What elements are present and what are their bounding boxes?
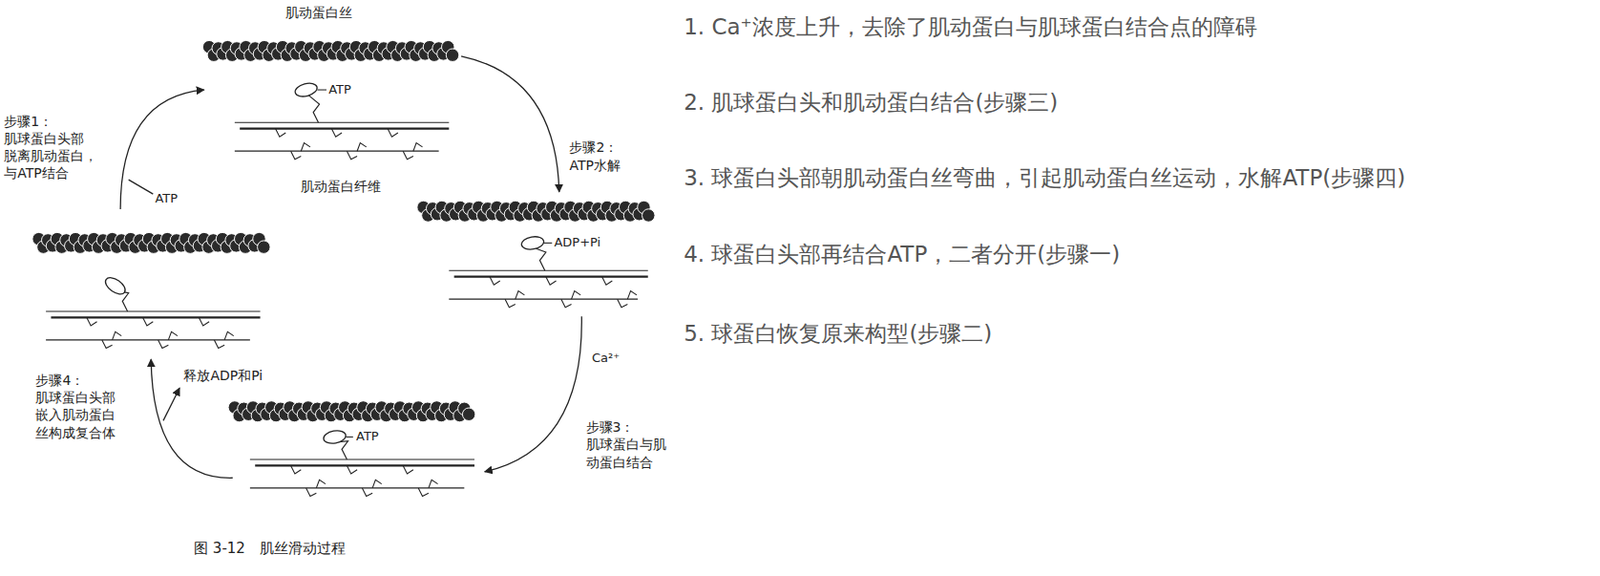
filament-label: 肌动蛋白丝 — [285, 4, 353, 22]
myosin-crossbridge — [361, 487, 373, 497]
label-tick — [345, 436, 353, 438]
label-tick — [544, 242, 553, 244]
list-item: 3. 球蛋白头部朝肌动蛋白丝弯曲，引起肌动蛋白丝运动，水解ATP(步骤四) — [683, 165, 1406, 192]
myosin-crossbridge — [561, 298, 572, 308]
myosin-crossbridge — [291, 464, 302, 474]
myosin-line — [45, 310, 260, 312]
label-tick — [316, 89, 327, 91]
myosin-head — [294, 81, 319, 99]
actin-filament — [32, 231, 271, 253]
myosin-line — [234, 122, 449, 124]
step-label: 步骤3： 肌球蛋白与肌 动蛋白结合 — [586, 418, 667, 471]
list-item: 5. 球蛋白恢复原来构型(步骤二) — [683, 320, 992, 348]
leader-line — [128, 179, 154, 194]
myosin-crossbridge — [546, 276, 557, 286]
actin-bead — [642, 209, 655, 222]
myosin-crossbridge — [158, 339, 169, 349]
myosin-crossbridge — [505, 298, 516, 308]
ion-label: Ca²⁺ — [591, 350, 620, 366]
myosin-crossbridge — [198, 316, 210, 326]
actin-filament — [228, 400, 476, 422]
myosin-crossbridge — [86, 316, 98, 326]
molecule-label: ATP — [328, 82, 352, 98]
myosin-crossbridge — [331, 128, 342, 138]
myosin-crossbridge — [306, 487, 317, 497]
myosin-line — [254, 463, 475, 466]
myosin-crossbridge — [428, 479, 439, 488]
myosin-crossbridge — [224, 331, 234, 340]
myosin-crossbridge — [515, 291, 526, 300]
cycle-arrow — [163, 387, 180, 421]
myosin-crossbridge — [387, 128, 399, 138]
actin-bead — [257, 240, 271, 253]
molecule-label: ATP — [154, 190, 178, 207]
myosin-line — [250, 458, 475, 460]
actin-bead — [445, 48, 459, 62]
myosin-neck — [308, 94, 320, 123]
myosin-crossbridge — [275, 128, 287, 138]
myosin-crossbridge — [372, 479, 382, 488]
myosin-crossbridge — [102, 339, 113, 349]
list-item: 1. Ca⁺浓度上升，去除了肌动蛋白与肌球蛋白结合点的障碍 — [683, 14, 1258, 42]
step-label: 步骤4： 肌球蛋白头部 嵌入肌动蛋白 丝构成复合体 — [35, 371, 116, 442]
cycle-arrow — [461, 56, 560, 192]
myosin-line — [45, 338, 251, 340]
myosin-head — [520, 234, 545, 252]
figure-caption: 图 3-12 肌丝滑动过程 — [193, 539, 346, 557]
myosin-crossbridge — [413, 143, 423, 152]
myosin-crossbridge — [357, 143, 367, 152]
myosin-filament — [45, 273, 260, 348]
illustration — [32, 40, 655, 496]
myosin-crossbridge — [602, 276, 613, 286]
actin-filament — [417, 200, 655, 222]
myosin-line — [50, 315, 260, 318]
molecule-label: ATP — [356, 428, 379, 444]
myosin-neck — [336, 441, 349, 460]
myosin-crossbridge — [168, 331, 178, 340]
myosin-line — [234, 150, 440, 152]
list-item: 2. 肌球蛋白头和肌动蛋白结合(步骤三) — [683, 89, 1058, 117]
step-label: 步骤2： ATP水解 — [568, 138, 620, 173]
myosin-crossbridge — [402, 150, 414, 160]
myosin-crossbridge — [213, 339, 225, 349]
list-item: 4. 球蛋白头部再结合ATP，二者分开(步骤一) — [683, 241, 1120, 269]
myosin-filament — [234, 81, 449, 160]
myosin-neck — [534, 248, 547, 272]
myosin-line — [250, 486, 464, 488]
myosin-crossbridge — [617, 298, 629, 308]
molecule-label: ADP+Pi — [553, 234, 601, 251]
myosin-head — [322, 428, 347, 445]
myosin-crossbridge — [489, 276, 501, 286]
myosin-line — [454, 275, 649, 278]
process-label: 释放ADP和Pi — [183, 367, 263, 384]
myosin-crossbridge — [143, 316, 154, 326]
myosin-crossbridge — [571, 291, 582, 300]
myosin-line — [448, 270, 648, 272]
myosin-crossbridge — [300, 143, 311, 152]
step-label: 步骤1： 肌球蛋白头部 脱离肌动蛋白， 与ATP结合 — [3, 112, 98, 183]
myosin-head — [102, 273, 128, 297]
myosin-filament — [250, 428, 475, 496]
myosin-crossbridge — [112, 331, 123, 340]
filament-label: 肌动蛋白纤维 — [300, 178, 381, 195]
myosin-line — [448, 298, 638, 300]
actin-filament — [202, 40, 459, 62]
myosin-crossbridge — [346, 464, 358, 474]
myosin-crossbridge — [315, 479, 326, 488]
myosin-crossbridge — [346, 150, 358, 160]
actin-bead — [462, 407, 475, 421]
myosin-filament — [448, 234, 648, 308]
myosin-crossbridge — [291, 150, 302, 160]
cycle-arrow — [484, 315, 583, 471]
myosin-crossbridge — [402, 464, 414, 474]
myosin-crossbridge — [418, 487, 429, 497]
cycle-arrow — [120, 89, 205, 210]
myosin-crossbridge — [627, 291, 637, 300]
myosin-line — [239, 127, 449, 130]
